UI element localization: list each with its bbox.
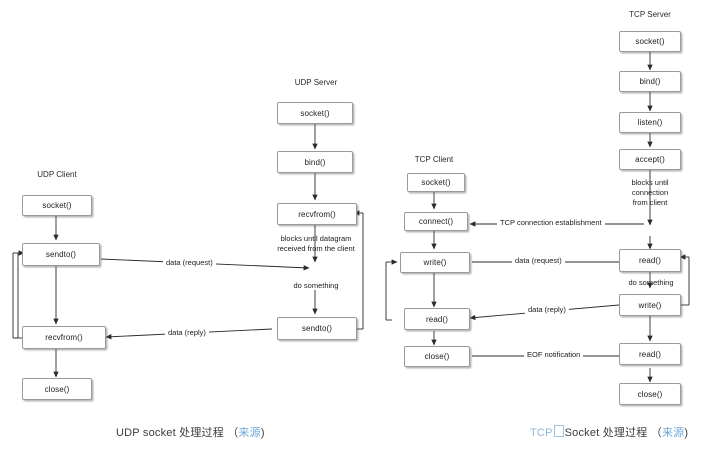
node-tcp-server-read-1[interactable]: read() <box>619 249 681 272</box>
wire-label-udp-data-reply: data (reply) <box>165 328 209 337</box>
node-tcp-server-socket[interactable]: socket() <box>619 31 681 52</box>
column-title-tcp-client: TCP Client <box>414 155 454 164</box>
wire-label-tcp-connection-establishment: TCP connection establishment <box>497 218 605 227</box>
note-udp-blocks-until-datagram: blocks until datagram received from the … <box>250 234 382 254</box>
caption-left-paren-close: ) <box>260 427 265 439</box>
node-tcp-client-write[interactable]: write() <box>400 252 470 273</box>
wire-label-tcp-eof-notification: EOF notification <box>524 350 584 359</box>
node-tcp-client-read[interactable]: read() <box>404 308 470 330</box>
node-tcp-server-close[interactable]: close() <box>619 383 681 405</box>
node-tcp-client-socket[interactable]: socket() <box>407 173 465 192</box>
column-title-tcp-server: TCP Server <box>629 10 671 19</box>
caption-right-prefix: TCP <box>530 427 553 439</box>
caption-left-text: UDP socket 处理过程 <box>116 427 224 439</box>
node-tcp-client-close[interactable]: close() <box>404 346 470 367</box>
note-tcp-blocks-until-connection: blocks until connection from client <box>612 178 688 208</box>
node-udp-server-recvfrom[interactable]: recvfrom() <box>277 203 357 225</box>
note-tcp-blocks-line3: from client <box>632 198 668 207</box>
caption-right-source-link[interactable]: 来源 <box>661 427 685 439</box>
wire-label-udp-data-request: data (request) <box>163 258 216 267</box>
node-tcp-client-connect[interactable]: connect() <box>404 212 468 231</box>
node-udp-client-socket[interactable]: socket() <box>22 195 92 216</box>
caption-left-source-link[interactable]: 来源 <box>238 427 261 439</box>
node-udp-client-recvfrom[interactable]: recvfrom() <box>22 326 106 349</box>
node-udp-server-bind[interactable]: bind() <box>277 151 353 173</box>
node-tcp-server-accept[interactable]: accept() <box>619 149 681 170</box>
missing-glyph-icon <box>553 425 564 437</box>
wire-label-tcp-data-reply: data (reply) <box>525 305 569 314</box>
wire-label-tcp-data-request: data (request) <box>512 256 565 265</box>
node-tcp-server-bind[interactable]: bind() <box>619 71 681 92</box>
caption-right-paren-open: （ <box>650 427 662 439</box>
caption-right: TCP Socket 处理过程 （来源) <box>530 424 688 440</box>
caption-left-paren-open: （ <box>227 427 239 439</box>
note-udp-blocks-line1: blocks until datagram <box>280 234 352 243</box>
note-tcp-do-something: do something <box>628 278 674 287</box>
column-title-udp-client: UDP Client <box>37 170 77 179</box>
caption-right-paren-close: ) <box>684 427 689 439</box>
node-udp-client-close[interactable]: close() <box>22 378 92 400</box>
caption-left: UDP socket 处理过程 （来源) <box>116 424 265 440</box>
node-tcp-server-listen[interactable]: listen() <box>619 112 681 133</box>
note-tcp-blocks-line1: blocks until <box>631 178 669 187</box>
node-udp-server-socket[interactable]: socket() <box>277 102 353 124</box>
node-udp-client-sendto[interactable]: sendto() <box>22 243 100 266</box>
node-udp-server-sendto[interactable]: sendto() <box>277 317 357 340</box>
column-title-udp-server: UDP Server <box>294 78 338 87</box>
note-udp-blocks-line2: received from the client <box>277 244 355 253</box>
note-tcp-blocks-line2: connection <box>631 188 669 197</box>
caption-right-text: Socket 处理过程 <box>564 427 648 439</box>
node-tcp-server-read-2[interactable]: read() <box>619 343 681 365</box>
note-udp-do-something: do something <box>293 281 339 290</box>
node-tcp-server-write[interactable]: write() <box>619 294 681 316</box>
